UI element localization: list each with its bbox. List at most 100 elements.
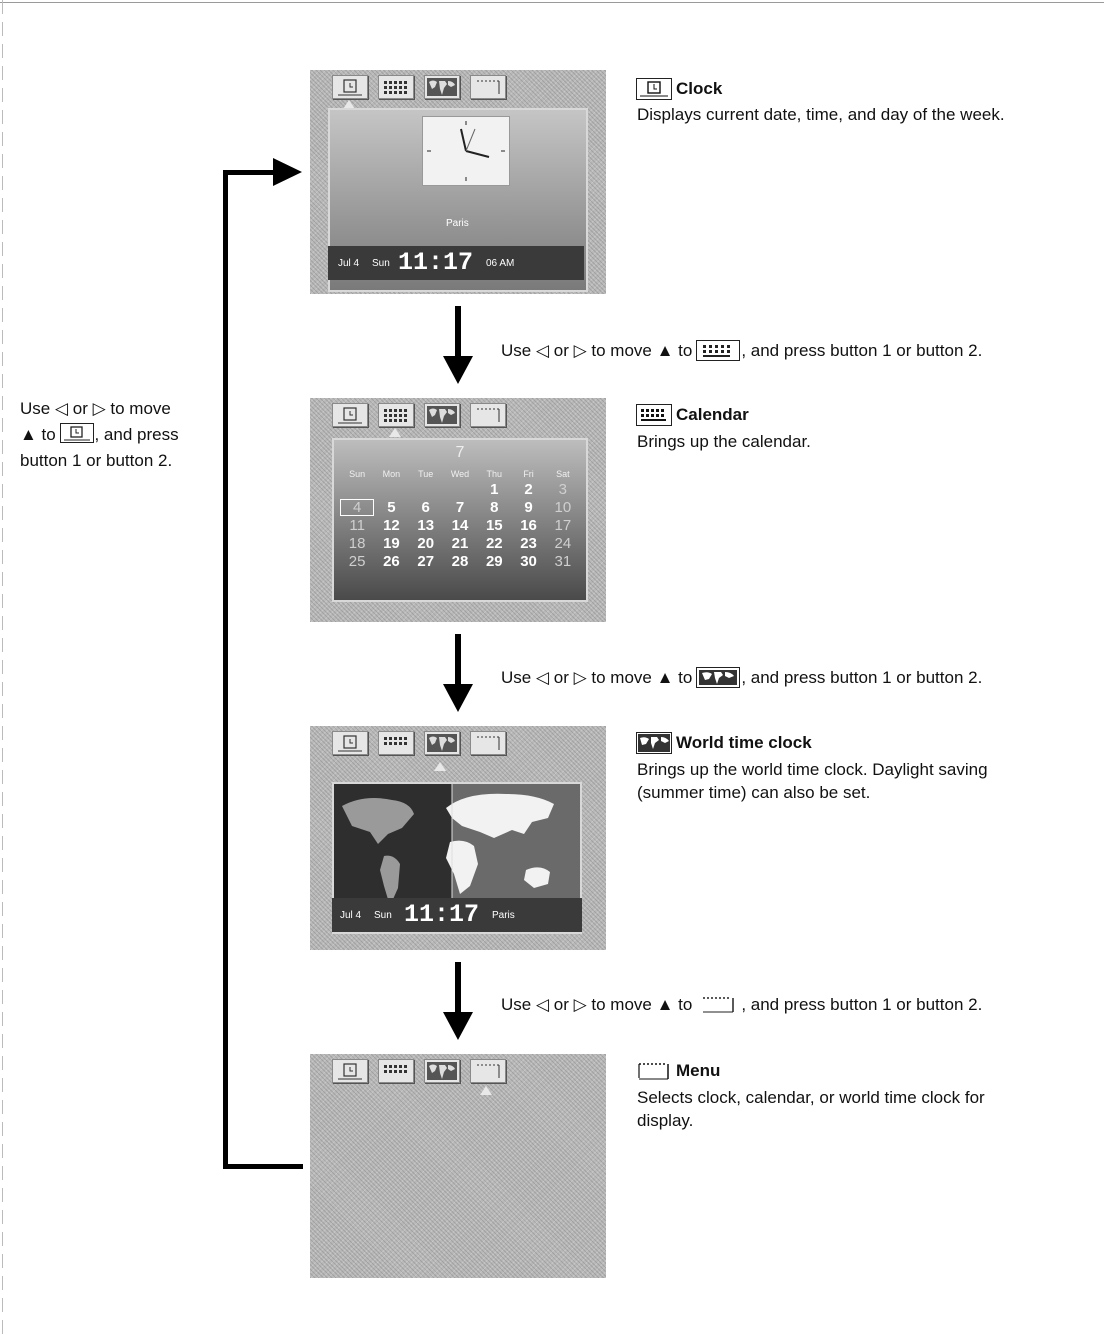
- calendar-day: 7: [455, 499, 465, 516]
- description-line: display.: [637, 1111, 694, 1130]
- description-line: Brings up the world time clock. Daylight…: [637, 760, 988, 779]
- calendar-month: 7: [455, 444, 465, 461]
- description-line: Selects clock, calendar, or world time c…: [637, 1088, 985, 1107]
- down-arrow-3: [443, 962, 473, 1040]
- clock-heading: Clock: [636, 78, 722, 100]
- weekday-header: Wed: [450, 469, 470, 479]
- calendar-day: 22: [485, 535, 503, 552]
- city-label: Paris: [492, 910, 515, 921]
- world-time-description: Brings up the world time clock. Daylight…: [637, 758, 988, 804]
- calendar-day: 5: [387, 499, 396, 516]
- menu-icon: [470, 731, 506, 755]
- date-label: Jul 4: [338, 258, 360, 269]
- weekday-label: Sun: [374, 910, 392, 921]
- menu-icon: [470, 1059, 506, 1083]
- weekday-header: Sun: [349, 469, 366, 479]
- page-border-top: [0, 2, 1104, 3]
- calendar-day: 25: [348, 553, 366, 570]
- calendar-day: 17: [554, 517, 572, 534]
- city-label: Paris: [446, 218, 469, 229]
- function-icon-row: [332, 75, 512, 101]
- description-line: Brings up the calendar.: [637, 432, 811, 451]
- world-time-heading: World time clock: [636, 732, 812, 754]
- down-arrow-1: [443, 306, 473, 384]
- selection-cursor: [480, 1086, 492, 1095]
- clock-screen: Paris Jul 4 Sun 11:17 06 AM: [310, 70, 606, 294]
- seconds-ampm: 06 AM: [486, 258, 515, 269]
- world-time-bar: Jul 4 Sun 11:17 Paris: [332, 898, 582, 932]
- calendar-day: 21: [451, 535, 469, 552]
- calendar-day: 14: [451, 517, 469, 534]
- menu-icon: [696, 994, 741, 1015]
- calendar-day: 6: [421, 499, 430, 516]
- time-display: 11:17: [404, 900, 480, 929]
- calendar-description: Brings up the calendar.: [637, 430, 811, 453]
- selection-cursor: [389, 428, 401, 437]
- world-map-icon: [424, 1059, 460, 1083]
- return-text-line3: button 1 or button 2.: [20, 451, 173, 470]
- clock-icon: [332, 1059, 368, 1083]
- menu-heading: Menu: [636, 1060, 720, 1082]
- calendar-day: 20: [417, 535, 435, 552]
- world-map-icon: [636, 732, 672, 754]
- menu-screen: [310, 1054, 606, 1278]
- calendar-day: 31: [554, 553, 572, 570]
- calendar-icon: [378, 1059, 414, 1083]
- world-map-icon: [424, 731, 460, 755]
- function-icon-row: [332, 1059, 512, 1085]
- menu-title: Menu: [676, 1061, 721, 1080]
- page-border-left: [2, 0, 3, 1335]
- calendar-day: 29: [485, 553, 503, 570]
- world-time-title: World time clock: [676, 733, 812, 752]
- menu-icon: [470, 75, 506, 99]
- weekday-label: Sun: [372, 258, 390, 269]
- weekday-header: Sat: [556, 469, 570, 479]
- calendar-day: 23: [520, 535, 537, 552]
- function-icon-row: [332, 403, 512, 429]
- selection-cursor: [343, 100, 355, 109]
- calendar-icon: [378, 75, 414, 99]
- calendar-title: Calendar: [676, 405, 749, 424]
- calendar-day: 10: [554, 499, 572, 516]
- world-time-screen: Jul 4 Sun 11:17 Paris: [310, 726, 606, 950]
- world-map-icon: [696, 667, 741, 688]
- calendar-day: 1: [490, 481, 499, 498]
- function-icon-row: [332, 731, 512, 757]
- return-text-line2-before: ▲ to: [20, 425, 56, 444]
- calendar-icon: [378, 731, 414, 755]
- clock-icon: [332, 403, 368, 427]
- calendar-day: 4: [340, 499, 375, 516]
- step-text-after: , and press button 1 or button 2.: [741, 667, 983, 687]
- calendar-day: 8: [490, 499, 499, 516]
- step-text-after: , and press button 1 or button 2.: [741, 340, 983, 360]
- clock-title: Clock: [676, 79, 723, 98]
- calendar-day: 12: [383, 517, 400, 534]
- world-map-icon: [424, 75, 460, 99]
- calendar-icon: [378, 403, 414, 427]
- calendar-day: 9: [524, 499, 533, 516]
- calendar-heading: Calendar: [636, 404, 749, 426]
- return-instruction: Use ◁ or ▷ to move ▲ to , and press butt…: [20, 396, 220, 474]
- calendar-day: 13: [417, 517, 435, 534]
- down-arrow-2: [443, 634, 473, 712]
- calendar-day: 30: [520, 553, 537, 570]
- world-map-icon: [424, 403, 460, 427]
- step-text-after: , and press button 1 or button 2.: [741, 994, 983, 1014]
- weekday-header: Mon: [382, 469, 401, 479]
- calendar-day: 18: [348, 535, 366, 552]
- menu-description: Selects clock, calendar, or world time c…: [637, 1086, 985, 1132]
- calendar-day: 19: [383, 535, 400, 552]
- weekday-header: Tue: [418, 469, 434, 479]
- step-text-before: Use ◁ or ▷ to move ▲ to: [501, 994, 693, 1014]
- step-instruction-3: Use ◁ or ▷ to move ▲ to , and press butt…: [501, 994, 982, 1015]
- calendar-day: 15: [485, 517, 503, 534]
- selection-cursor: [434, 762, 446, 771]
- calendar-day: 28: [451, 553, 469, 570]
- calendar-day: 2: [524, 481, 533, 498]
- return-text-line1: Use ◁ or ▷ to move: [20, 399, 171, 418]
- step-text-before: Use ◁ or ▷ to move ▲ to: [501, 667, 693, 687]
- calendar-icon: [696, 340, 741, 361]
